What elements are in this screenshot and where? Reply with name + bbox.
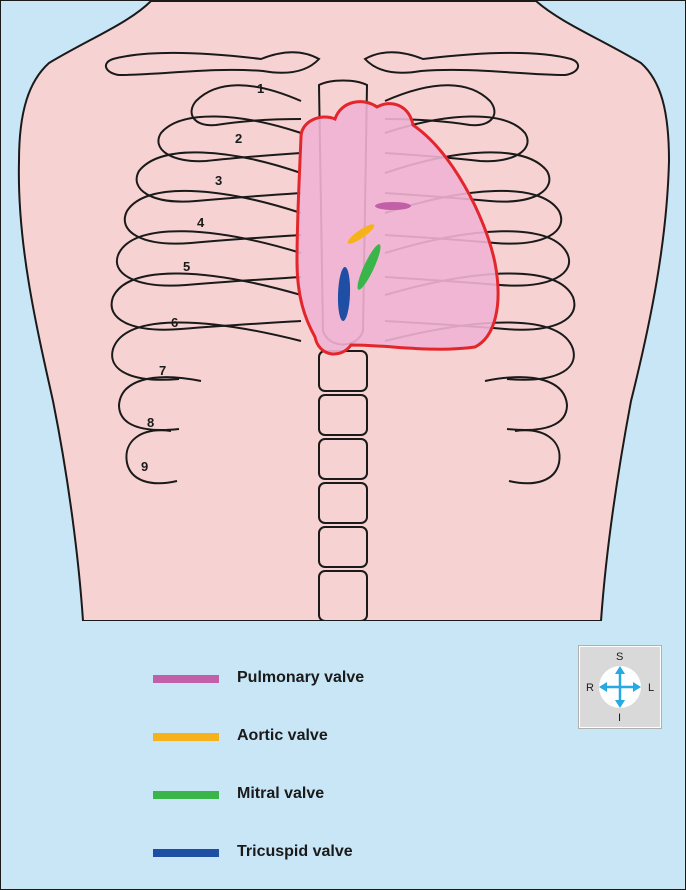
valve-legend: Pulmonary valve Aortic valve Mitral valv…	[153, 665, 473, 890]
rib-number-7: 7	[159, 363, 166, 378]
compass-superior-label: S	[616, 651, 623, 663]
aortic-swatch	[153, 733, 219, 741]
legend-item-mitral: Mitral valve	[153, 781, 473, 839]
pulmonary-swatch	[153, 675, 219, 683]
pulmonary-valve-mark	[375, 202, 411, 210]
compass-left-label: L	[648, 682, 654, 694]
spine	[319, 351, 367, 621]
rib-number-3: 3	[215, 173, 222, 188]
legend-label: Pulmonary valve	[237, 669, 364, 687]
rib-number-4: 4	[197, 215, 205, 230]
rib-number-8: 8	[147, 415, 154, 430]
legend-item-pulmonary: Pulmonary valve	[153, 665, 473, 723]
orientation-compass: S I R L	[579, 646, 661, 728]
rib-number-9: 9	[141, 459, 148, 474]
tricuspid-swatch	[153, 849, 219, 857]
legend-label: Mitral valve	[237, 785, 324, 803]
compass-right-label: R	[586, 682, 594, 694]
compass-inferior-label: I	[618, 712, 621, 724]
legend-item-aortic: Aortic valve	[153, 723, 473, 781]
legend-item-tricuspid: Tricuspid valve	[153, 839, 473, 890]
legend-label: Aortic valve	[237, 727, 328, 745]
legend-label: Tricuspid valve	[237, 843, 353, 861]
mitral-swatch	[153, 791, 219, 799]
rib-number-1: 1	[257, 81, 264, 96]
rib-number-2: 2	[235, 131, 242, 146]
rib-number-5: 5	[183, 259, 190, 274]
torso-illustration: 1 2 3 4 5 6 7 8 9	[1, 1, 685, 621]
rib-number-6: 6	[171, 315, 178, 330]
